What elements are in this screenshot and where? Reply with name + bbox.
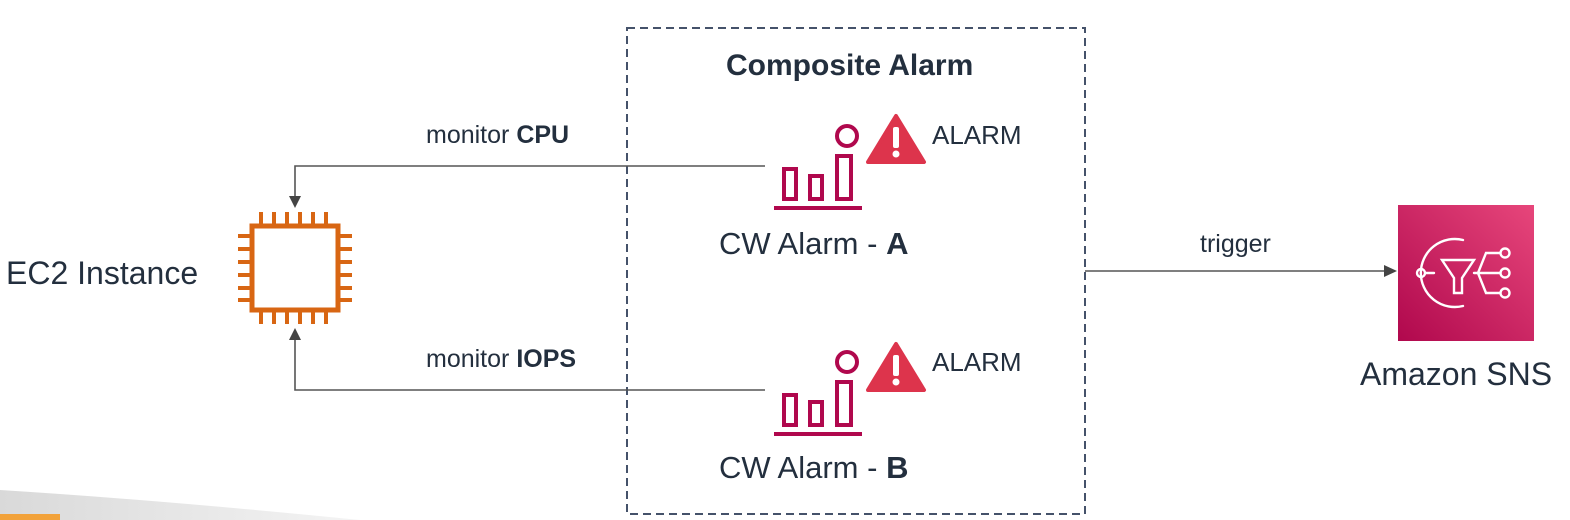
cw-alarm-b-label: CW Alarm - B <box>719 450 908 486</box>
cloudwatch-alarm-icon <box>774 350 862 436</box>
monitor-iops-arrow <box>294 338 765 391</box>
ec2-chip-icon <box>238 212 352 324</box>
warning-triangle-icon <box>866 114 926 164</box>
cw-alarm-a-suffix: A <box>886 226 909 261</box>
ec2-instance-label: EC2 Instance <box>6 255 199 291</box>
monitor-cpu-label: monitor CPU <box>426 121 569 150</box>
monitor-cpu-metric: CPU <box>516 121 570 149</box>
connector-lines <box>294 165 1385 391</box>
warning-triangle-icon <box>866 342 926 392</box>
monitor-iops-metric: IOPS <box>516 345 577 373</box>
decorative-swoosh <box>0 490 360 520</box>
composite-alarm-box <box>626 27 1086 515</box>
monitor-iops-prefix: monitor <box>426 345 517 373</box>
arrowhead-trigger <box>1384 265 1397 277</box>
cloudwatch-alarm-icon <box>774 124 862 210</box>
arrowhead-cpu <box>289 196 301 208</box>
alarm-b-status: ALARM <box>932 347 1022 377</box>
monitor-cpu-prefix: monitor <box>426 121 517 149</box>
arrowhead-iops <box>289 328 301 340</box>
trigger-label: trigger <box>1200 230 1271 258</box>
monitor-iops-label: monitor IOPS <box>426 345 576 374</box>
cw-alarm-a-label: CW Alarm - A <box>719 226 908 262</box>
cw-alarm-a-prefix: CW Alarm - <box>719 226 887 261</box>
sns-topic-icon <box>1398 205 1534 341</box>
cw-alarm-b-prefix: CW Alarm - <box>719 450 887 485</box>
alarm-a-status: ALARM <box>932 120 1022 150</box>
amazon-sns-label: Amazon SNS <box>1360 356 1553 392</box>
monitor-cpu-arrow <box>294 165 765 198</box>
cw-alarm-b-suffix: B <box>886 450 909 485</box>
composite-alarm-title: Composite Alarm <box>726 49 974 82</box>
